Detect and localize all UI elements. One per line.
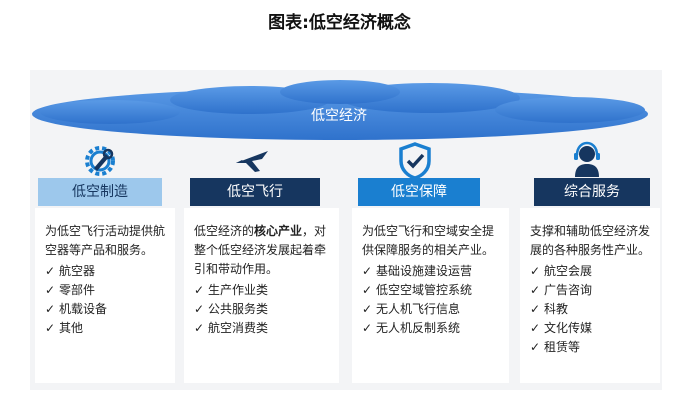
airplane-icon [236,151,268,172]
list-item: ✓其他 [45,319,165,338]
pill-manufacturing: 低空制造 [38,178,162,206]
list-item: ✓生产作业类 [194,281,329,300]
list-item: ✓基础设施建设运营 [362,262,499,281]
card-flight: 低空经济的核心产业，对整个低空经济发展起着牵引和带动作用。 ✓生产作业类 ✓公共… [184,208,339,383]
item-label: 广告咨询 [544,283,593,297]
check-icon: ✓ [45,264,56,278]
item-label: 航空会展 [544,264,593,278]
check-icon: ✓ [530,321,541,335]
list-item: ✓无人机飞行信息 [362,300,499,319]
list-item: ✓机载设备 [45,300,165,319]
check-icon: ✓ [362,321,373,335]
item-label: 其他 [59,321,84,335]
chart-title: 图表:低空经济概念 [268,13,411,33]
list-item: ✓科教 [530,300,650,319]
list-item: ✓航空会展 [530,262,650,281]
list-item: ✓租赁等 [530,338,650,357]
check-icon: ✓ [194,321,205,335]
card-manufacturing: 为低空飞行活动提供航空器等产品和服务。 ✓航空器 ✓零部件 ✓机载设备 ✓其他 [35,208,175,383]
card-services: 支撑和辅助低空经济发展的各种服务性产业。 ✓航空会展 ✓广告咨询 ✓科教 ✓文化… [520,208,660,383]
item-label: 航空器 [59,264,96,278]
item-label: 低空空域管控系统 [376,283,473,297]
list-item: ✓公共服务类 [194,300,329,319]
check-icon: ✓ [194,283,205,297]
desc-text: 为低空飞行活动提供航空器等产品和服务。 [45,224,166,257]
pill-support: 低空保障 [358,178,480,206]
item-label: 航空消费类 [208,321,269,335]
check-icon: ✓ [362,302,373,316]
card-support: 为低空飞行和空域安全提供保障服务的相关产业。 ✓基础设施建设运营 ✓低空空域管控… [352,208,509,383]
check-icon: ✓ [530,340,541,354]
headset-agent-icon [574,141,600,177]
gear-wrench-icon [85,146,115,176]
card-description: 低空经济的核心产业，对整个低空经济发展起着牵引和带动作用。 [194,222,329,279]
card-description: 为低空飞行和空域安全提供保障服务的相关产业。 [362,222,499,260]
desc-text: 低空经济的 [194,224,255,238]
list-item: ✓广告咨询 [530,281,650,300]
shield-check-icon [399,142,431,180]
desc-text: 支撑和辅助低空经济发展的各种服务性产业。 [530,224,651,257]
pill-flight: 低空飞行 [190,178,320,206]
item-label: 生产作业类 [208,283,269,297]
list-item: ✓航空器 [45,262,165,281]
item-label: 机载设备 [59,302,108,316]
check-icon: ✓ [530,283,541,297]
list-item: ✓无人机反制系统 [362,319,499,338]
center-label: 低空经济 [311,108,367,124]
item-label: 无人机飞行信息 [376,302,461,316]
list-item: ✓文化传媒 [530,319,650,338]
item-label: 基础设施建设运营 [376,264,473,278]
item-label: 科教 [544,302,569,316]
item-label: 文化传媒 [544,321,593,335]
item-label: 零部件 [59,283,96,297]
check-icon: ✓ [530,264,541,278]
item-label: 公共服务类 [208,302,269,316]
item-label: 无人机反制系统 [376,321,461,335]
list-item: ✓航空消费类 [194,319,329,338]
check-icon: ✓ [45,321,56,335]
list-item: ✓低空空域管控系统 [362,281,499,300]
pill-services: 综合服务 [534,178,650,206]
item-label: 租赁等 [544,340,581,354]
desc-text: 为低空飞行和空域安全提供保障服务的相关产业。 [362,224,495,257]
desc-text: ，对整个低空经济发展起着牵引和带动作用。 [194,224,327,276]
list-item: ✓零部件 [45,281,165,300]
card-description: 支撑和辅助低空经济发展的各种服务性产业。 [530,222,650,260]
check-icon: ✓ [194,302,205,316]
check-icon: ✓ [362,264,373,278]
check-icon: ✓ [45,283,56,297]
check-icon: ✓ [45,302,56,316]
desc-highlight: 核心产业 [254,224,303,238]
check-icon: ✓ [530,302,541,316]
check-icon: ✓ [362,283,373,297]
card-description: 为低空飞行活动提供航空器等产品和服务。 [45,222,165,260]
